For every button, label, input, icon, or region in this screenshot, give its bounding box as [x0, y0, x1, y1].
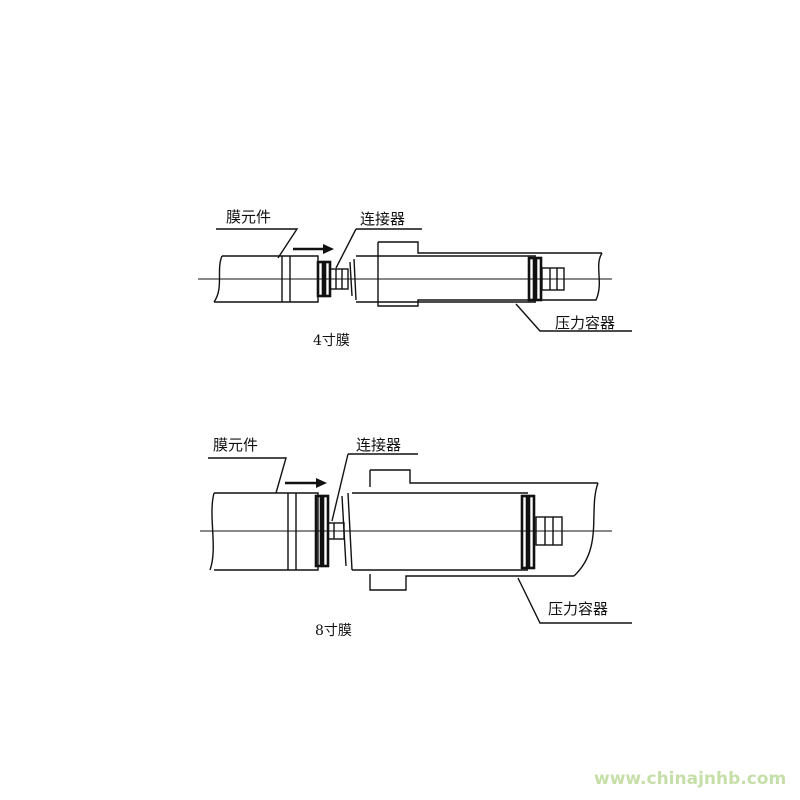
caption-8-inch: 8寸膜	[315, 623, 352, 639]
connector-label: 连接器	[356, 436, 401, 454]
diagram-4-inch: 膜元件 连接器 压力容器 4寸膜	[198, 208, 632, 349]
vessel-label: 压力容器	[555, 314, 615, 332]
pressure-vessel	[349, 241, 603, 307]
element-label: 膜元件	[213, 436, 258, 454]
vessel-label: 压力容器	[548, 600, 608, 618]
pressure-vessel	[341, 469, 599, 591]
element-label: 膜元件	[226, 208, 271, 226]
diagram-8-inch: 膜元件 连接器 压力容器 8寸膜	[200, 436, 632, 639]
connector-label: 连接器	[360, 210, 405, 228]
caption-4-inch: 4寸膜	[313, 333, 350, 349]
watermark: www.chinajnhb.com	[594, 769, 786, 789]
